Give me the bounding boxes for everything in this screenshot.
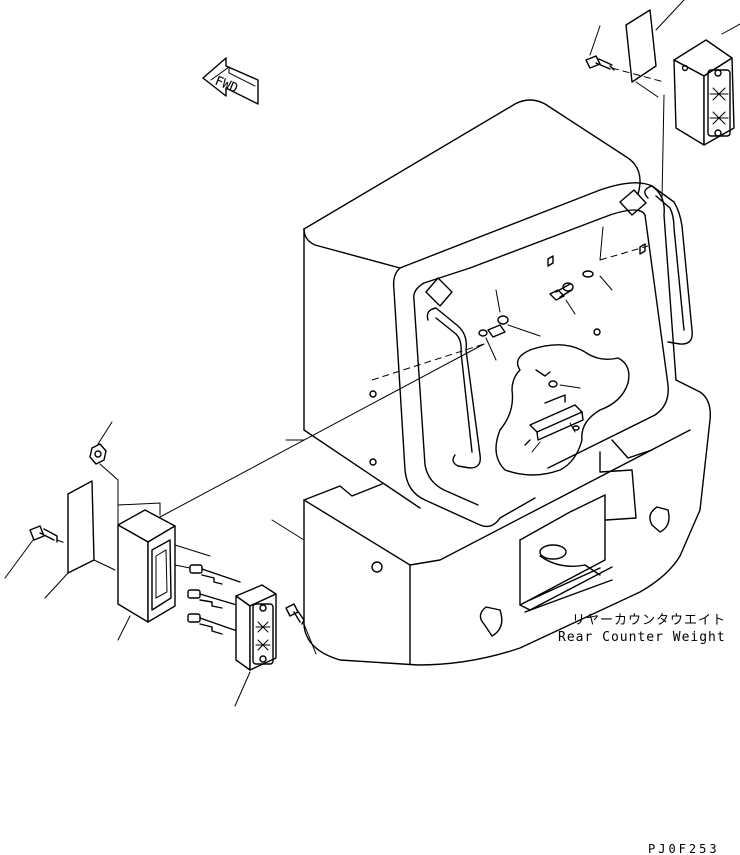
drawing-code: PJ0F253 — [648, 842, 720, 855]
lamp-assembly-right — [585, 0, 740, 201]
wiring-harness — [174, 544, 241, 635]
lamp-assembly-left — [4, 421, 317, 707]
label-japanese: リヤーカウンタウエイト — [572, 613, 726, 628]
fwd-arrow-icon: FWD — [202, 57, 259, 105]
counter-weight — [303, 99, 711, 666]
leader-line-left — [159, 343, 485, 518]
label-english: Rear Counter Weight — [558, 630, 726, 645]
